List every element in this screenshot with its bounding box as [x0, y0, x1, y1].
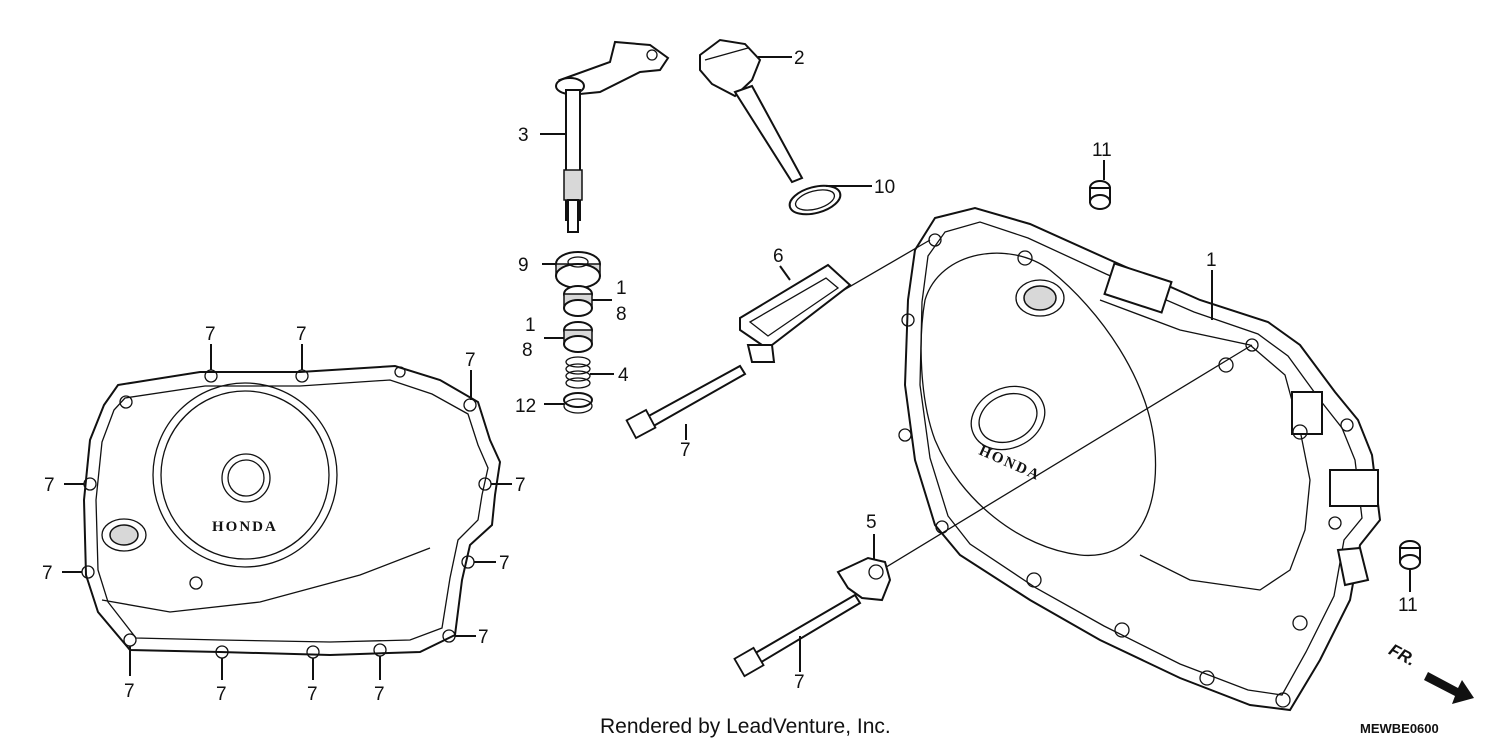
part-11-dowel-lower[interactable]: [1399, 540, 1421, 570]
callout-7-lc-right3: 7: [478, 627, 489, 648]
part-9-oil-seal[interactable]: [555, 251, 601, 289]
right-cover-group: HONDA: [898, 206, 1382, 712]
callout-8-lower: 8: [522, 340, 533, 361]
left-cover-filler-port: [101, 518, 147, 552]
left-cover-group: HONDA: [81, 364, 502, 659]
direction-indicator: FR.: [1386, 640, 1474, 704]
callout-1-lower: 1: [525, 315, 536, 336]
callout-7-lc-left2: 7: [42, 563, 53, 584]
part-3-shaft[interactable]: [555, 40, 670, 233]
callout-12: 12: [515, 396, 536, 417]
part-6-guide-plate[interactable]: [739, 263, 852, 363]
part-5-clamp[interactable]: [836, 556, 892, 602]
callout-3: 3: [518, 125, 529, 146]
callout-11-upper: 11: [1092, 140, 1112, 161]
callout-7-center: 7: [680, 440, 691, 461]
callout-11-lower: 11: [1398, 595, 1418, 616]
part-12-clip[interactable]: [563, 392, 593, 414]
diagram-code: MEWBE0600: [1360, 721, 1439, 736]
callout-7-lc-bot2: 7: [216, 684, 227, 705]
callout-7-lc-bot1: 7: [124, 681, 135, 702]
callout-7-lc-right2: 7: [499, 553, 510, 574]
part-7-bolt-upper[interactable]: [625, 364, 747, 440]
callout-5: 5: [866, 512, 877, 533]
callout-9: 9: [518, 255, 529, 276]
callout-7-lc-bot4: 7: [374, 684, 385, 705]
leader-lines: [62, 56, 1411, 680]
right-cover-filler-port: [1015, 279, 1065, 317]
right-cover-clutch-dome: [920, 252, 1157, 557]
part-8-collar-upper[interactable]: [563, 285, 593, 317]
callout-7-bottom: 7: [794, 672, 805, 693]
part-7-bolt-lower[interactable]: [733, 593, 862, 678]
left-cover-brand: HONDA: [212, 519, 278, 535]
callout-labels: 3 2 10 11 9 1 8 1 8 4 12 6 1 7 5 7 11 7 …: [42, 48, 1418, 705]
callout-6: 6: [773, 246, 784, 267]
callout-7-lc-top1: 7: [205, 324, 216, 345]
part-8-collar-lower[interactable]: [563, 321, 593, 353]
part-11-dowel-upper[interactable]: [1089, 180, 1111, 210]
part-2-dipstick[interactable]: [699, 38, 804, 184]
callout-2: 2: [794, 48, 805, 69]
part-10-o-ring[interactable]: [787, 181, 844, 220]
direction-label: FR.: [1386, 640, 1419, 670]
left-cover-outline[interactable]: [82, 364, 502, 657]
callout-1-right: 1: [1206, 250, 1217, 271]
callout-7-lc-top2: 7: [296, 324, 307, 345]
callout-7-lc-bot3: 7: [307, 684, 318, 705]
direction-arrow-icon: [1424, 672, 1474, 704]
callout-1-upper: 1: [616, 278, 627, 299]
render-credit: Rendered by LeadVenture, Inc.: [600, 715, 891, 738]
callout-10: 10: [874, 177, 895, 198]
callout-7-lc-left1: 7: [44, 475, 55, 496]
part-4-spring[interactable]: [565, 356, 591, 389]
left-cover-clutch-dome: [152, 382, 338, 568]
left-cover-center-boss: [221, 453, 271, 503]
right-cover-bolt-holes: [898, 233, 1354, 708]
callout-8-upper: 8: [616, 304, 627, 325]
right-cover-center-boss: [970, 385, 1046, 451]
callout-7-lc-right1: 7: [515, 475, 526, 496]
callout-7-lc-top3: 7: [465, 350, 476, 371]
callout-4: 4: [618, 365, 629, 386]
